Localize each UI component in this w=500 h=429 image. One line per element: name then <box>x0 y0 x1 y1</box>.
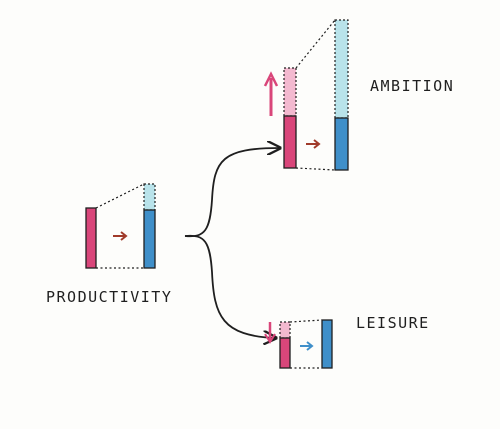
leisure-down-arrow <box>264 322 276 344</box>
ambition-blue-bar <box>334 117 349 171</box>
ambition-small-arrow <box>306 139 321 149</box>
leisure-label: LEISURE <box>356 314 430 332</box>
leisure-group <box>264 319 333 369</box>
productivity-group <box>85 183 156 269</box>
productivity-label: PRODUCTIVITY <box>46 288 173 306</box>
ambition-label: AMBITION <box>370 77 455 95</box>
ambition-pink-ghost <box>283 67 297 117</box>
leisure-pink-ghost <box>279 321 291 339</box>
ambition-blue-ghost <box>334 19 349 119</box>
productivity-pink-bar <box>85 207 97 269</box>
ambition-up-arrow <box>263 71 279 116</box>
ambition-pink-bar <box>283 115 297 169</box>
productivity-small-arrow <box>113 231 128 241</box>
ambition-dotted-bottom <box>295 167 336 171</box>
ambition-group <box>263 19 349 171</box>
leisure-dotted-top <box>289 319 323 323</box>
leisure-blue-bar <box>321 319 333 369</box>
leisure-pink-bar <box>279 337 291 369</box>
branch-arrows <box>184 148 280 338</box>
arrow-to-leisure <box>184 234 276 338</box>
productivity-dotted-top <box>95 183 145 209</box>
leisure-small-arrow <box>300 341 314 351</box>
arrow-to-ambition <box>184 148 280 238</box>
ambition-dotted-top <box>295 19 336 69</box>
productivity-blue-bar <box>143 209 156 269</box>
productivity-blue-ghost <box>143 183 156 211</box>
